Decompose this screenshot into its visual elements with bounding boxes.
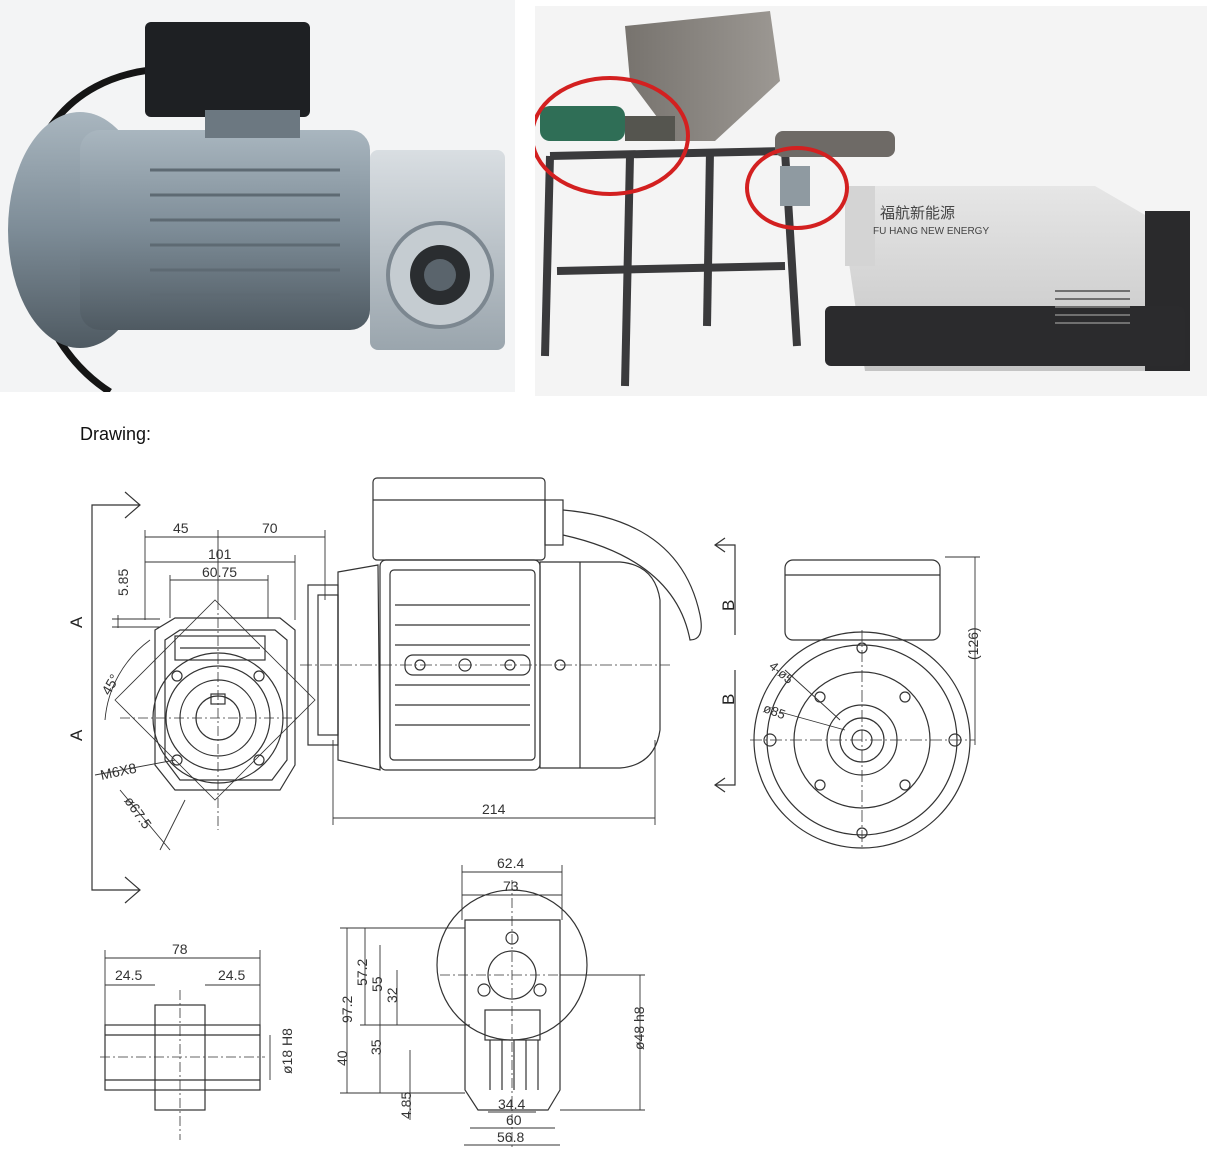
dim-126: (126) bbox=[965, 627, 981, 660]
section-b-indicator bbox=[713, 537, 736, 793]
dim-60-75: 60.75 bbox=[202, 564, 237, 580]
dim-70: 70 bbox=[262, 520, 278, 536]
dim-32: 32 bbox=[384, 987, 400, 1003]
dim-78: 78 bbox=[172, 941, 188, 957]
motor-end-view bbox=[750, 556, 980, 850]
dim-101: 101 bbox=[208, 546, 232, 562]
dim-40: 40 bbox=[334, 1050, 350, 1066]
dim-4-85: 4.85 bbox=[398, 1092, 414, 1119]
motor-side-view bbox=[300, 477, 702, 825]
drawing-caption: Drawing: bbox=[80, 424, 152, 444]
section-label-a-top: A bbox=[67, 616, 86, 628]
dim-55: 55 bbox=[369, 976, 385, 992]
gearbox-side-view bbox=[340, 865, 645, 1150]
technical-drawing: A A B B 45 70 101 60.75 5.85 45° M6X8 ø6… bbox=[67, 477, 981, 1150]
section-label-a-bottom: A bbox=[67, 729, 86, 741]
dim-62-4: 62.4 bbox=[497, 855, 524, 871]
dim-24-5-right: 24.5 bbox=[218, 967, 245, 983]
gearbox-front-dimensions bbox=[94, 530, 326, 851]
motor-gearbox-illustration bbox=[0, 0, 515, 392]
section-label-b-bottom: B bbox=[719, 694, 738, 705]
brand-cn-label: 福航新能源 bbox=[880, 205, 955, 222]
dim-18-h8: ø18 H8 bbox=[279, 1028, 295, 1074]
pellet-machine-illustration: 福航新能源 FU HANG NEW ENERGY bbox=[535, 6, 1207, 396]
motor-gearbox-photo bbox=[0, 0, 515, 392]
brand-en-label: FU HANG NEW ENERGY bbox=[873, 226, 989, 237]
dim-85: ø85 bbox=[761, 700, 787, 722]
dim-34-4: 34.4 bbox=[498, 1096, 525, 1112]
dim-45: 45 bbox=[173, 520, 189, 536]
dim-56-8: 56.8 bbox=[497, 1129, 524, 1145]
highlight-circle-drive-motor bbox=[535, 76, 690, 196]
dim-60: 60 bbox=[506, 1112, 522, 1128]
highlight-circle-gearbox bbox=[745, 146, 849, 230]
dim-97-2: 97.2 bbox=[339, 996, 355, 1023]
gearbox-front-view bbox=[114, 599, 316, 830]
dim-24-5-left: 24.5 bbox=[115, 967, 142, 983]
dim-73: 73 bbox=[503, 878, 519, 894]
dim-48-h8: ø48 h8 bbox=[631, 1006, 647, 1050]
shaft-sleeve-section bbox=[100, 950, 271, 1140]
section-label-b-top: B bbox=[719, 600, 738, 611]
section-a-indicator bbox=[91, 491, 141, 904]
dim-35: 35 bbox=[368, 1039, 384, 1055]
dim-214: 214 bbox=[482, 801, 506, 817]
dim-m6x8: M6X8 bbox=[99, 760, 138, 783]
dim-57-2: 57.2 bbox=[354, 959, 370, 986]
pellet-machine-photo: 福航新能源 FU HANG NEW ENERGY bbox=[535, 6, 1207, 396]
dim-5-85: 5.85 bbox=[115, 569, 131, 596]
